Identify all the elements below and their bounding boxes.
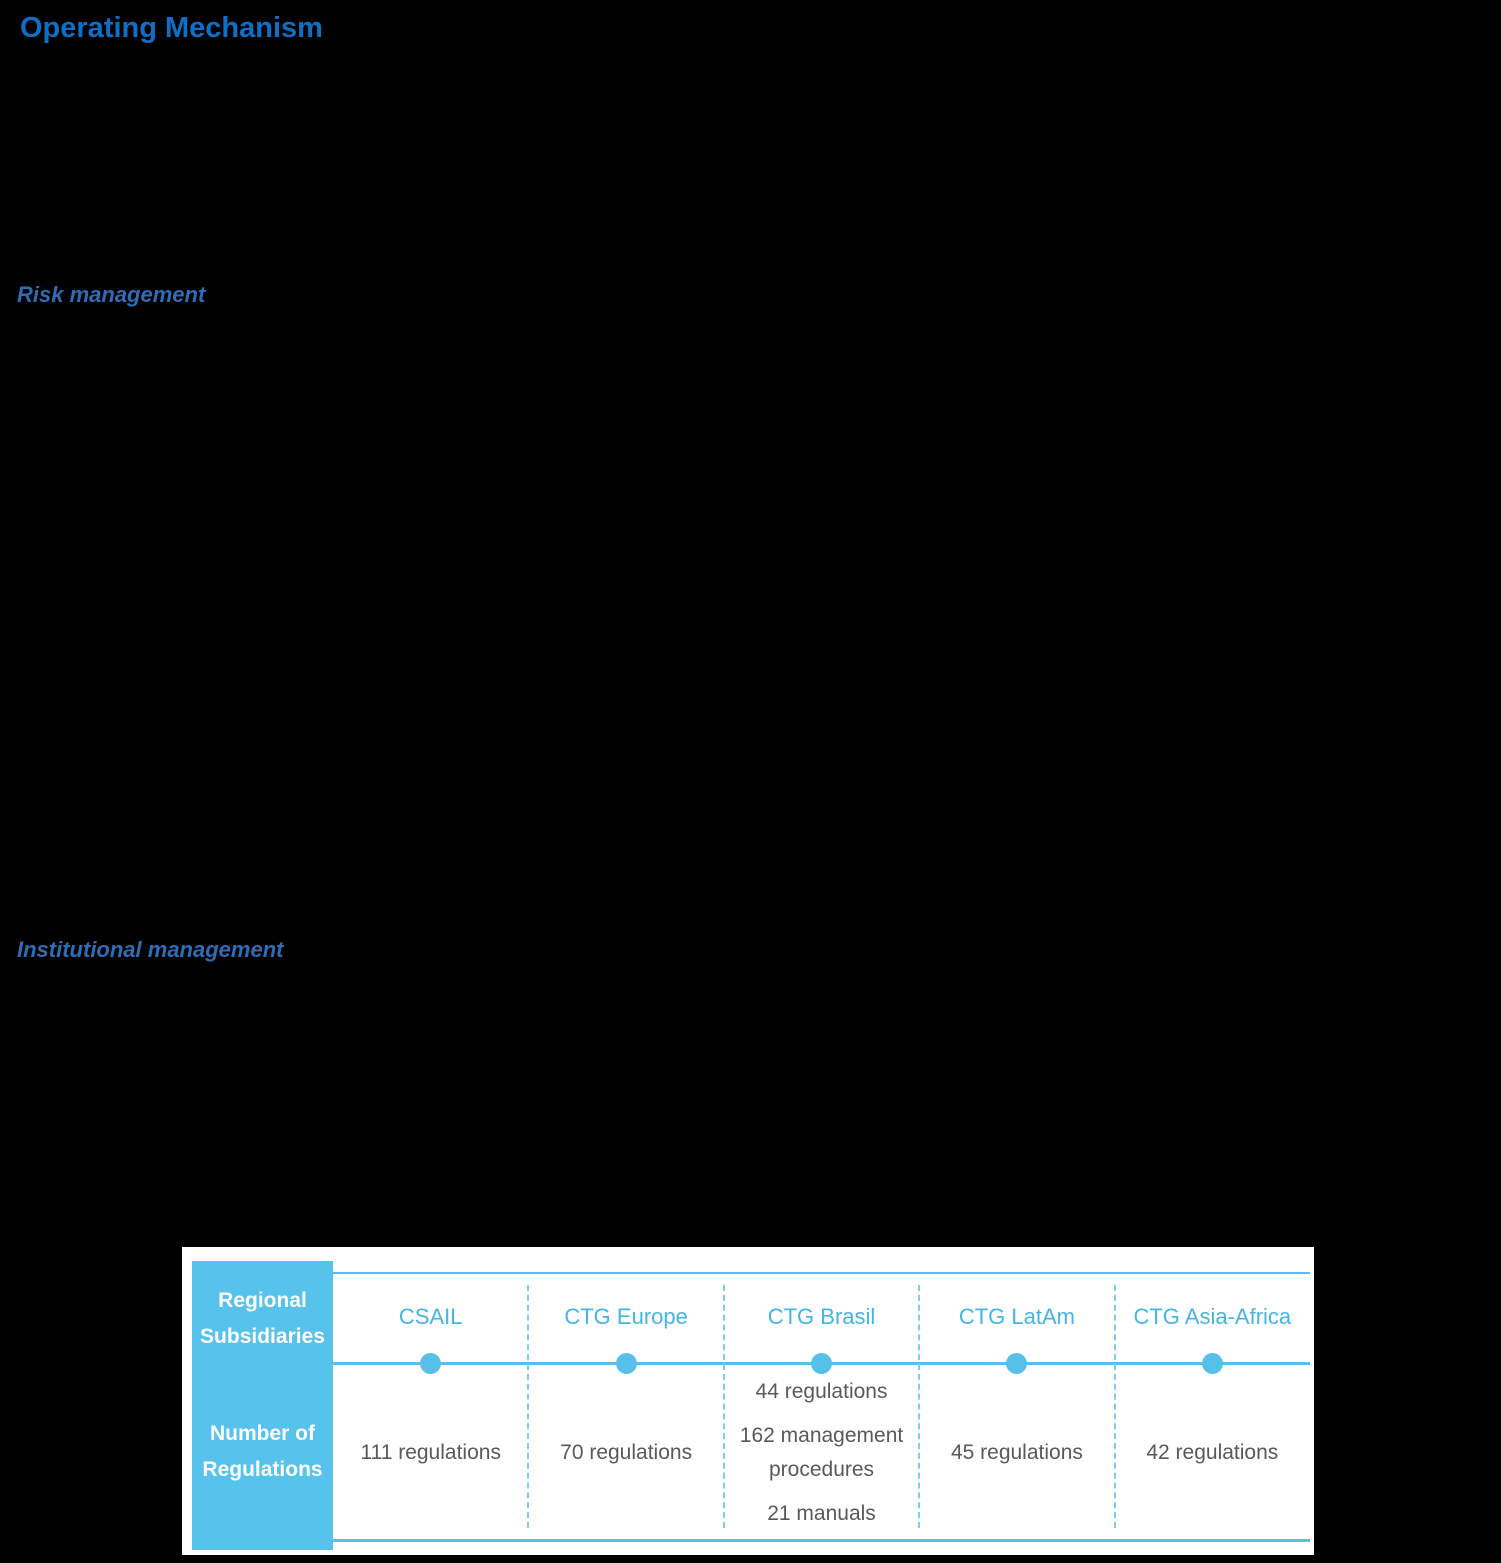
column-separator (918, 1285, 921, 1528)
timeline-dot-icon (615, 1353, 637, 1374)
table-top-line (333, 1272, 1310, 1274)
page-title: Operating Mechanism (20, 12, 323, 44)
regulation-count: 162 management procedures (739, 1424, 904, 1481)
subsidiary-column: CTG LatAm 45 regulations (919, 1247, 1116, 1555)
subsidiary-column: CTG Brasil 44 regulations 162 management … (724, 1247, 921, 1555)
column-values: 45 regulations (925, 1365, 1108, 1541)
column-separator (527, 1285, 530, 1528)
row-header-number-of-regulations: Number of Regulations (202, 1422, 323, 1481)
regulation-count: 44 regulations (755, 1380, 888, 1403)
table-columns: CSAIL 111 regulations CTG Europe 70 regu… (333, 1247, 1310, 1555)
timeline-dot-icon (811, 1353, 833, 1374)
subsidiary-column: CTG Europe 70 regulations (528, 1247, 725, 1555)
timeline-dot-icon (1006, 1353, 1028, 1374)
subsidiary-name: CTG Brasil (767, 1304, 876, 1329)
subsidiary-name: CSAIL (398, 1304, 463, 1329)
regulation-count: 21 manuals (767, 1502, 876, 1525)
column-separator (722, 1285, 725, 1528)
row-header-regional-subsidiaries: Regional Subsidiaries (200, 1289, 325, 1348)
subsidiary-name: CTG Asia-Africa (1133, 1304, 1292, 1329)
subsidiary-column: CSAIL 111 regulations (333, 1247, 530, 1555)
section-heading-institutional-management: Institutional management (17, 937, 284, 962)
subsidiary-column: CTG Asia-Africa 42 regulations (1115, 1247, 1310, 1555)
subsidiary-name: CTG Europe (564, 1304, 688, 1329)
section-heading-risk-management: Risk management (17, 282, 206, 307)
timeline-dot-icon (420, 1353, 442, 1374)
column-values: 70 regulations (534, 1365, 717, 1541)
column-values: 111 regulations (339, 1365, 522, 1541)
regulation-count: 42 regulations (1146, 1441, 1279, 1464)
regulation-count: 111 regulations (360, 1441, 501, 1464)
table-bottom-line (333, 1539, 1310, 1542)
column-values: 42 regulations (1121, 1365, 1304, 1541)
regulation-count: 45 regulations (950, 1441, 1083, 1464)
subsidiary-name: CTG LatAm (958, 1304, 1075, 1329)
regulations-table: Regional Subsidiaries Number of Regulati… (182, 1247, 1314, 1555)
column-separator (1113, 1285, 1116, 1528)
row-header-box: Regional Subsidiaries Number of Regulati… (192, 1261, 333, 1550)
timeline-dot-icon (1201, 1353, 1223, 1374)
column-values: 44 regulations 162 management procedures 2… (730, 1365, 913, 1541)
regulation-count: 70 regulations (560, 1441, 693, 1464)
